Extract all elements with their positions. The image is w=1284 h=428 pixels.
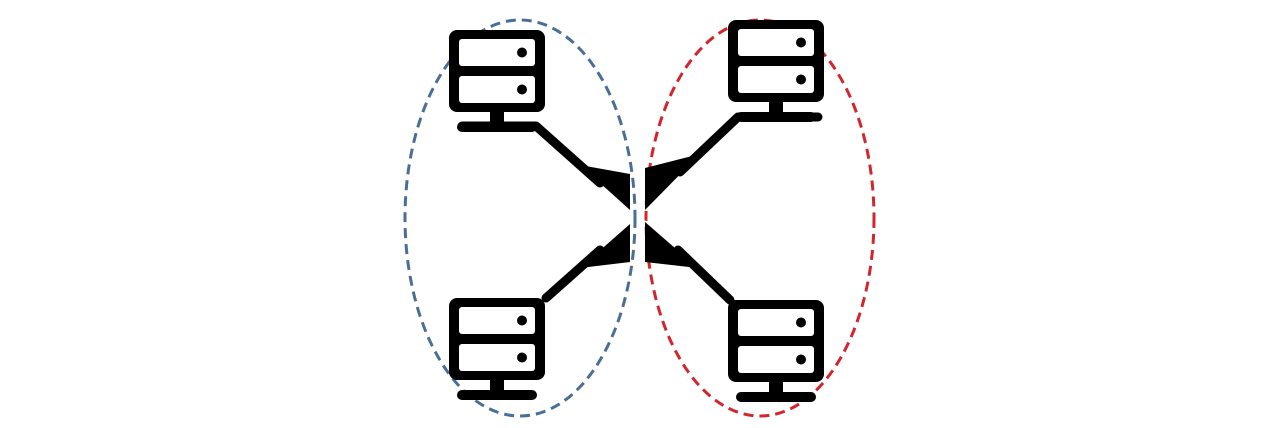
- server-bottom-left: [449, 298, 545, 400]
- server-icon: [728, 300, 824, 402]
- arrowhead-icon: [645, 222, 698, 268]
- server-icon: [449, 298, 545, 400]
- server-icon: [728, 20, 824, 122]
- edge-bottom-right: [645, 222, 735, 305]
- arrowhead-icon: [580, 224, 630, 268]
- edge-bottom-left: [541, 224, 630, 303]
- server-bottom-right: [728, 300, 824, 402]
- edge-top-right: [645, 112, 823, 210]
- server-top-left: [449, 30, 545, 132]
- arrowhead-icon: [580, 165, 630, 210]
- server-top-right: [728, 20, 824, 122]
- arrowhead-icon: [645, 154, 700, 210]
- right-group-ellipse: [644, 18, 876, 418]
- left-group-ellipse: [403, 18, 637, 418]
- server-icon: [449, 30, 545, 132]
- edge-top-left: [457, 121, 630, 210]
